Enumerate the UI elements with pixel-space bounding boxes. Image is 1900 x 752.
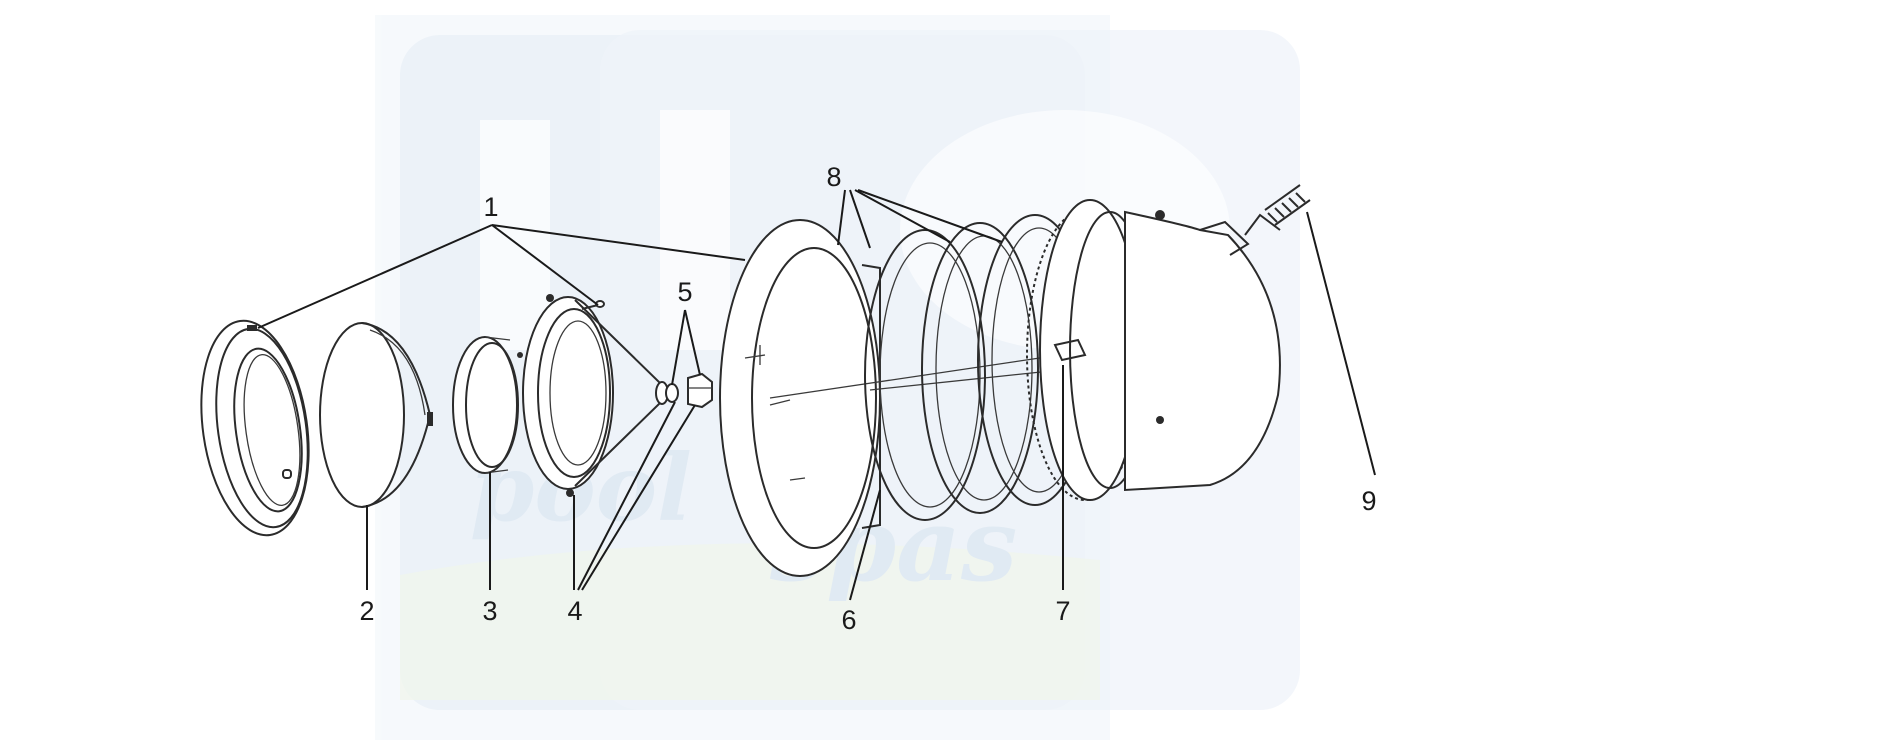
trim-ring-outer <box>200 319 310 537</box>
callout-1: 1 <box>483 192 498 222</box>
lens-face <box>319 322 405 508</box>
leader-4-c <box>581 404 696 591</box>
cable-sleeve <box>1274 199 1311 226</box>
cable <box>1264 184 1376 476</box>
watermark-letter-block <box>660 110 730 350</box>
callout-5: 5 <box>677 277 692 307</box>
screw-shank <box>581 304 599 310</box>
leader-1-a <box>257 224 493 329</box>
callout-labels: 1 2 3 4 5 6 7 8 9 <box>359 162 1376 635</box>
leader-lines <box>257 189 1064 601</box>
leader-1-b <box>491 224 599 306</box>
nut-and-washer <box>665 372 713 409</box>
cable-lead <box>1306 211 1376 476</box>
trim-ring-tab <box>282 469 292 479</box>
cord-grip <box>1053 338 1087 362</box>
watermark-letter-block <box>480 120 550 350</box>
lens-highlight <box>369 329 426 416</box>
leader-5-a <box>671 309 686 386</box>
callout-9: 9 <box>1361 486 1376 516</box>
reflector-rim-inner <box>537 308 611 478</box>
gasket-inner <box>465 342 519 468</box>
housing-niche <box>1039 199 1281 501</box>
face-plate-pin <box>789 477 806 481</box>
center-rod <box>769 354 1061 399</box>
washer <box>665 383 679 403</box>
reflector <box>517 294 669 497</box>
trim-ring-inner <box>233 347 303 513</box>
callout-3: 3 <box>482 596 497 626</box>
face-plate <box>719 219 1061 577</box>
gasket-ring-1-inner <box>879 242 981 508</box>
reflector-cone-edge <box>574 402 661 487</box>
gasket-edge <box>484 336 511 341</box>
leader-6 <box>849 489 881 601</box>
gasket-outer <box>452 336 518 474</box>
front-trim-ring <box>200 319 310 537</box>
gasket <box>452 336 519 474</box>
callout-2: 2 <box>359 596 374 626</box>
housing-connector <box>1244 213 1281 236</box>
lens <box>319 322 433 508</box>
reflector-screw-tab <box>546 294 554 302</box>
face-plate-pin <box>769 399 791 406</box>
leader-1-c <box>491 224 746 261</box>
housing-screw <box>1156 416 1164 424</box>
nut <box>687 372 713 409</box>
screw <box>581 300 605 310</box>
reflector-bowl <box>549 320 607 466</box>
reflector-rim <box>522 296 614 490</box>
leader-4-b <box>577 401 676 591</box>
leader-5-b <box>684 309 701 376</box>
housing-conduit-mount <box>1199 220 1250 256</box>
cable-ribs <box>1267 192 1306 223</box>
leader-8-b <box>849 189 871 249</box>
leader-8-c <box>854 189 951 243</box>
lens-clip <box>427 412 433 426</box>
leader-8-d <box>857 189 1003 243</box>
trim-ring-lip <box>243 354 301 506</box>
trim-ring-tab <box>247 325 257 331</box>
gasket-ring-2 <box>921 222 1039 514</box>
callout-8: 8 <box>826 162 841 192</box>
face-plate-bracket <box>744 354 766 359</box>
callout-4: 4 <box>567 596 582 626</box>
callout-6: 6 <box>841 605 856 635</box>
leader-8-a <box>837 189 846 246</box>
reflector-screw-tab <box>517 352 523 358</box>
face-plate-inner <box>751 247 877 549</box>
reflector-cone-edge <box>574 299 661 384</box>
gasket-edge <box>484 469 509 474</box>
face-plate-outer <box>719 219 881 577</box>
cable-sleeve <box>1264 184 1301 211</box>
gasket-ring-1 <box>864 229 986 521</box>
reflector-screw-tab <box>566 489 574 497</box>
callout-7: 7 <box>1055 596 1070 626</box>
housing-screw <box>1155 210 1165 220</box>
